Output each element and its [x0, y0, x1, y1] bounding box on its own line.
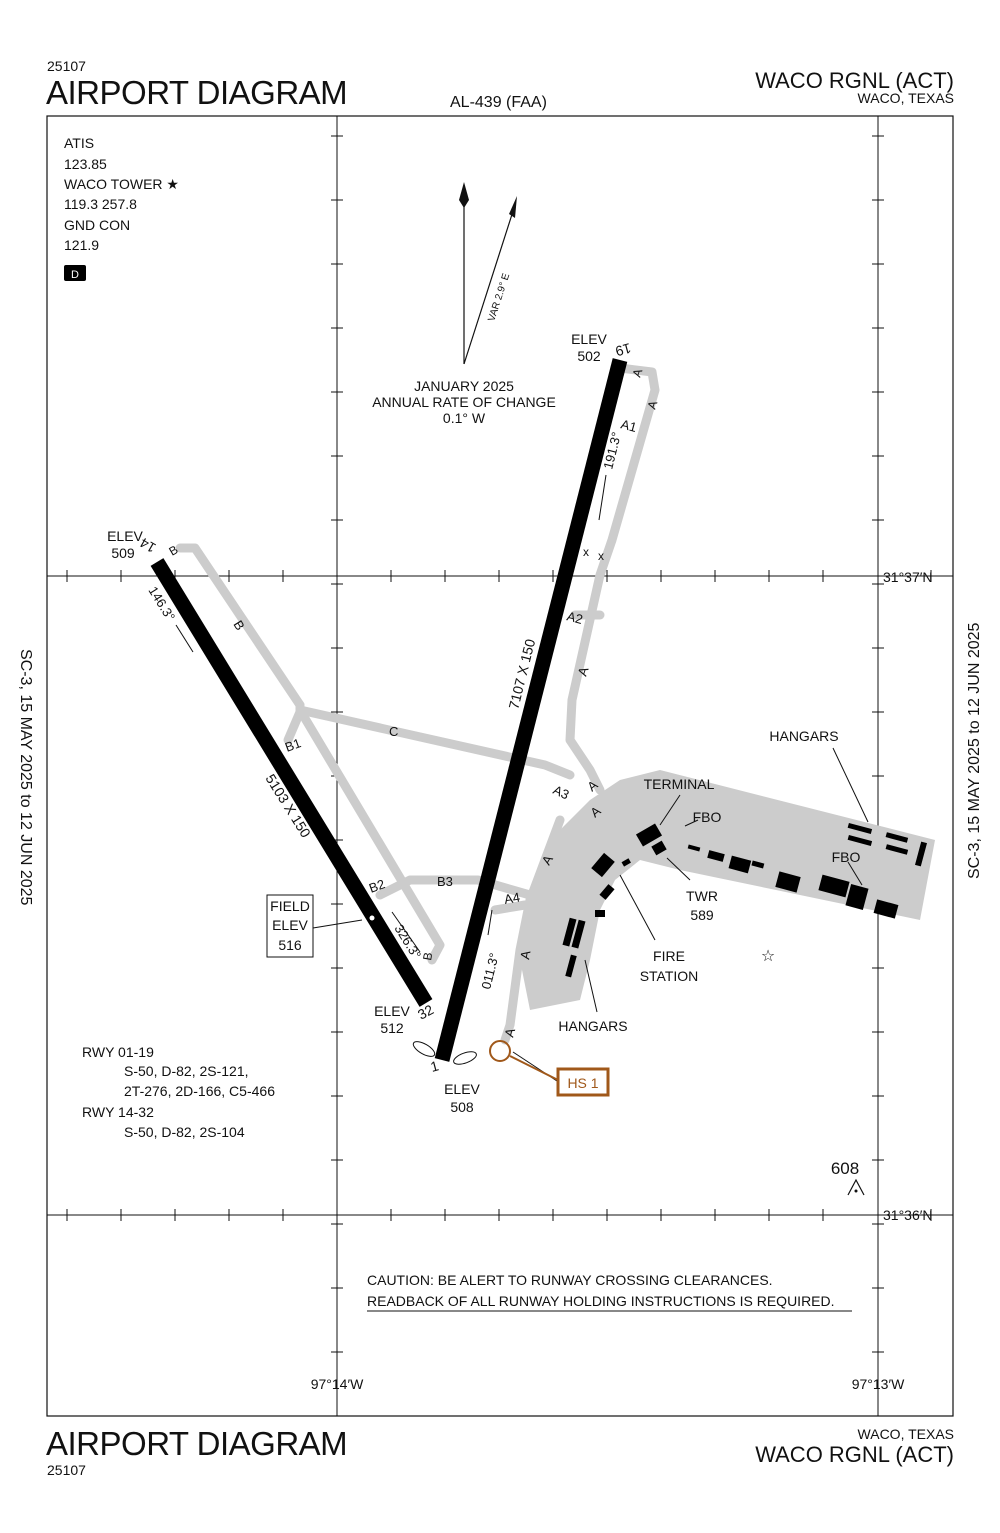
lon-west: 97°14′W: [311, 1376, 364, 1392]
elev-19-value: 502: [577, 348, 601, 364]
taxiway-a-north: A: [630, 367, 646, 379]
magnetic-north-icon: [509, 196, 517, 218]
beacon-icon: ☆: [761, 948, 775, 965]
xmark-2: x: [598, 549, 604, 563]
ground-freq: 121.9: [64, 237, 99, 253]
label-twr-elev: 589: [690, 907, 714, 923]
note-rwy1-line1: S-50, D-82, 2S-121,: [124, 1063, 249, 1079]
elev-1-value: 508: [450, 1099, 474, 1115]
footer-airport-name: WACO RGNL (ACT): [755, 1442, 954, 1467]
lat-lon-grid: [47, 116, 953, 1416]
taxiway-b1: B1: [283, 735, 303, 755]
mag-line3: 0.1° W: [443, 410, 486, 426]
note-rwy2-line1: S-50, D-82, 2S-104: [124, 1124, 245, 1140]
label-hangars-ne: HANGARS: [769, 728, 838, 744]
note-rwy1-label: RWY 01-19: [82, 1044, 154, 1060]
var-label: VAR 2.9° E: [486, 272, 512, 323]
obstacle-dot: [854, 1189, 858, 1193]
note-rwy2-label: RWY 14-32: [82, 1104, 154, 1120]
airport-name: WACO RGNL (ACT): [755, 68, 954, 93]
taxiway-a2: A2: [565, 608, 584, 627]
hdg-01: 011.3°: [478, 951, 501, 990]
label-twr: TWR: [686, 888, 718, 904]
caution-line1: CAUTION: BE ALERT TO RUNWAY CROSSING CLE…: [367, 1272, 773, 1288]
lon-east: 97°13′W: [852, 1376, 905, 1392]
taxiway-a-south: A: [517, 949, 533, 960]
runway-14-32: [150, 558, 433, 1007]
buildings: [562, 822, 928, 978]
elev-14-value: 509: [111, 545, 135, 561]
taxiway-b2: B2: [367, 876, 387, 896]
taxiway-a-north2: A: [645, 399, 661, 411]
caution-line2: READBACK OF ALL RUNWAY HOLDING INSTRUCTI…: [367, 1293, 835, 1309]
taxiway-b-south: B: [420, 951, 435, 961]
obstacle-icon: [847, 1178, 865, 1196]
field-elev-leader: [312, 919, 363, 929]
label-station: STATION: [640, 968, 699, 984]
taxiway-a1: A1: [619, 416, 638, 435]
label-obstacle: 608: [831, 1159, 859, 1178]
field-elev-l2: ELEV: [272, 917, 308, 933]
taxiway-a3: A3: [551, 782, 572, 802]
rwy-end-19: 19: [613, 340, 632, 360]
taxiway-c: C: [389, 724, 398, 739]
d-atis-badge: [64, 265, 86, 281]
procedure-id: AL-439 (FAA): [450, 94, 547, 111]
atis-freq: 123.85: [64, 156, 107, 172]
elev-14-label: ELEV: [107, 528, 143, 544]
mag-line2: ANNUAL RATE OF CHANGE: [372, 394, 556, 410]
footer-chart-number: 25107: [47, 1462, 86, 1478]
taxiway-b3: B3: [437, 874, 453, 889]
north-arrows: [463, 200, 516, 365]
elev-19-label: ELEV: [571, 331, 607, 347]
xmark-1: x: [583, 545, 589, 559]
apron: [520, 770, 935, 1010]
lat-south: 31°36′N: [883, 1207, 932, 1223]
atis-label: ATIS: [64, 135, 94, 151]
field-elev-marker: [369, 915, 375, 921]
label-fbo-1: FBO: [693, 809, 722, 825]
rwy-end-32: 32: [415, 1001, 436, 1023]
heading-arrows: [175, 474, 607, 953]
field-elev-l1: FIELD: [270, 898, 310, 914]
grid-ticks: [66, 135, 932, 1353]
windsock-icon: [453, 1051, 477, 1065]
rwy-end-1: 1: [429, 1057, 441, 1075]
elev-32-value: 512: [380, 1020, 404, 1036]
chart-title: AIRPORT DIAGRAM: [46, 74, 348, 111]
label-leaders: [512, 747, 869, 1084]
label-fbo-2: FBO: [832, 849, 861, 865]
airport-city: WACO, TEXAS: [857, 90, 954, 106]
label-fire: FIRE: [653, 948, 685, 964]
mag-line1: JANUARY 2025: [414, 378, 514, 394]
tower-label: WACO TOWER ★: [64, 176, 179, 192]
hotspot-leader: [509, 1055, 561, 1082]
diagram-frame: [46, 115, 954, 1417]
footer-title: AIRPORT DIAGRAM: [46, 1425, 348, 1462]
hotspot-box: [556, 1067, 610, 1097]
ground-label: GND CON: [64, 217, 130, 233]
elev-1-label: ELEV: [444, 1081, 480, 1097]
tower-freq: 119.3 257.8: [64, 196, 137, 212]
windsock-icon: [412, 1041, 436, 1057]
footer-city: WACO, TEXAS: [857, 1426, 954, 1442]
lat-north: 31°37′N: [883, 569, 932, 585]
true-north-icon: [459, 182, 469, 208]
note-rwy1-line2: 2T-276, 2D-166, C5-466: [124, 1083, 275, 1099]
field-elev-box: [266, 894, 314, 958]
taxiway-a-end: A: [501, 1026, 518, 1039]
hotspot-circle: [489, 1040, 511, 1062]
label-terminal: TERMINAL: [644, 776, 715, 792]
taxiway-a4: A4: [503, 889, 521, 907]
label-hotspot: HS 1: [567, 1075, 598, 1091]
field-elev-l3: 516: [278, 937, 302, 953]
chart-number: 25107: [47, 58, 86, 74]
d-badge-text: D: [71, 269, 79, 281]
runway-01-19: [434, 358, 628, 1062]
rwy-end-14: 14: [137, 535, 159, 557]
elev-32-label: ELEV: [374, 1003, 410, 1019]
label-hangars-s: HANGARS: [558, 1018, 627, 1034]
